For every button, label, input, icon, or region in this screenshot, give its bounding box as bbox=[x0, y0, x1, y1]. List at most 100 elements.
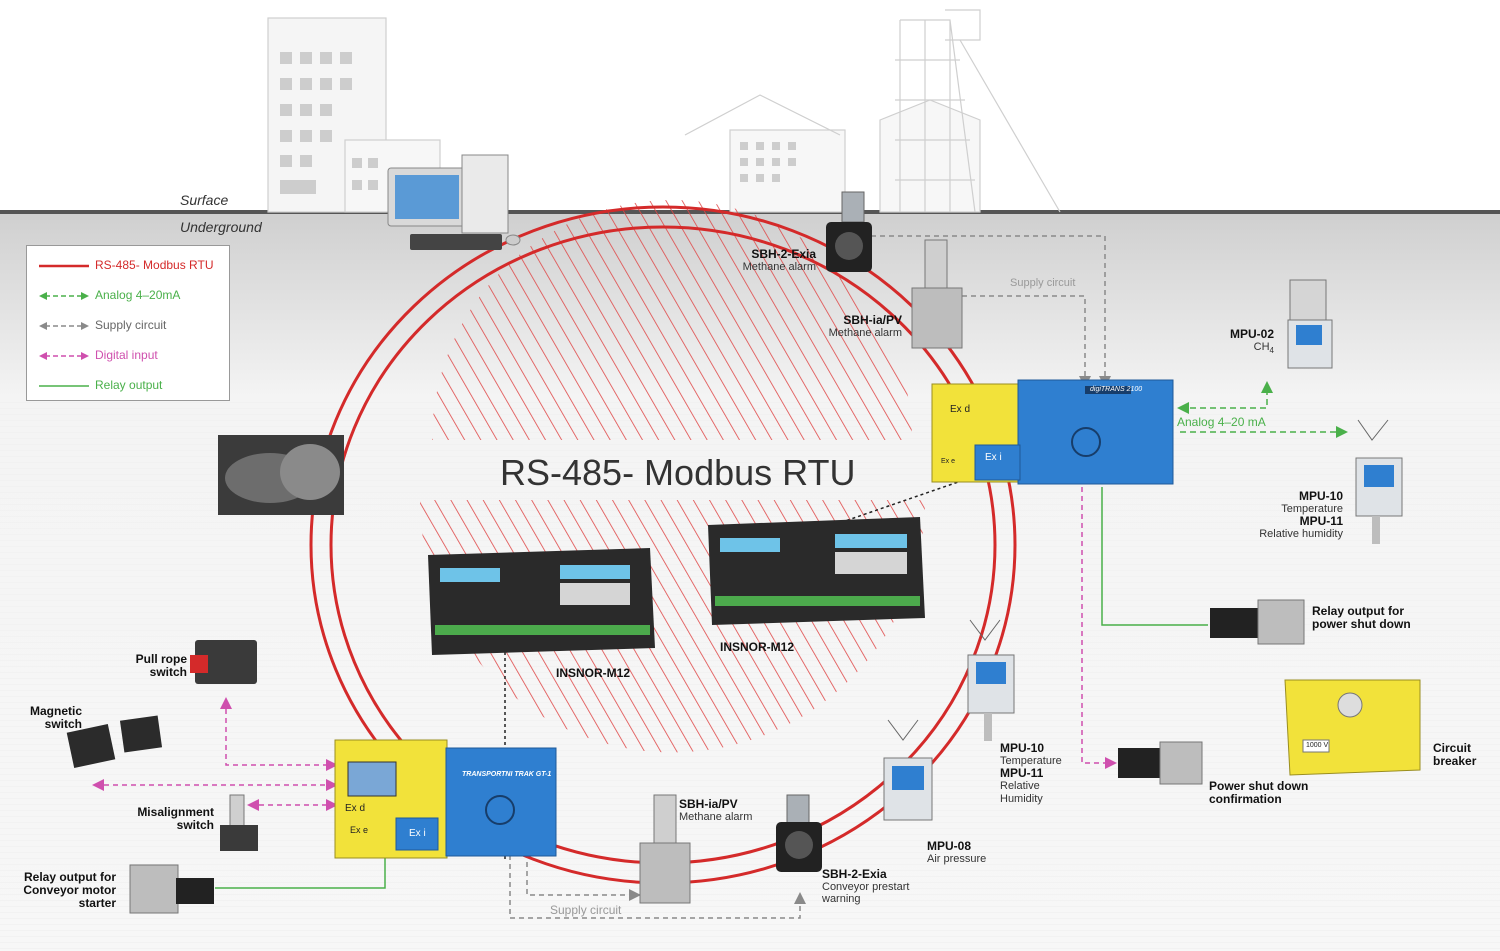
sbh2-bottom-label: SBH-2-Exia Conveyor prestart warning bbox=[822, 867, 910, 906]
device-desc: Methane alarm bbox=[679, 811, 753, 824]
legend-item-analog: Analog 4–20mA bbox=[37, 288, 227, 304]
label-line: Power shut down bbox=[1209, 779, 1309, 793]
legend-label: Supply circuit bbox=[95, 318, 167, 332]
sbhia-top-label: SBH-ia/PV Methane alarm bbox=[828, 313, 902, 340]
legend-label: Digital input bbox=[95, 348, 158, 362]
insnor-right-device bbox=[708, 517, 925, 625]
device-name: SBH-ia/PV bbox=[843, 313, 902, 327]
label-line: starter bbox=[78, 896, 116, 911]
legend-label: Relay output bbox=[95, 378, 163, 392]
relay-output-lines bbox=[215, 487, 1208, 889]
magnetic-label: Magnetic switch bbox=[29, 704, 82, 732]
label-line: confirmation bbox=[1209, 792, 1282, 807]
relay-power-device bbox=[1210, 599, 1305, 645]
label-line: Relay output for bbox=[1312, 604, 1404, 618]
transport-exi: Ex i bbox=[409, 828, 426, 839]
mpu10-right-label: MPU-10 Temperature MPU-11 Relative humid… bbox=[1259, 489, 1343, 541]
underground-label: Underground bbox=[180, 219, 262, 235]
sbhia-bottom-label: SBH-ia/PV Methane alarm bbox=[679, 797, 753, 824]
surface-label: Surface bbox=[180, 192, 229, 208]
device-name: SBH-2-Exia bbox=[751, 247, 816, 261]
computer bbox=[387, 154, 521, 250]
digitrans-exi: Ex i bbox=[985, 452, 1002, 463]
relay-power-label: Relay output for power shut down bbox=[1312, 604, 1411, 632]
label-line: switch bbox=[149, 665, 187, 680]
building-windows bbox=[280, 52, 796, 194]
device-desc: Relative humidity bbox=[1259, 528, 1343, 541]
relay-conveyor-label: Relay output for Conveyor motor starter bbox=[23, 870, 116, 911]
relay-conveyor-device bbox=[129, 864, 214, 914]
transport-enclosure bbox=[334, 739, 557, 859]
mpu02-label: MPU-02 CH4 bbox=[1229, 327, 1274, 356]
label-line: Magnetic bbox=[29, 704, 82, 718]
label-line: Misalignment bbox=[137, 805, 214, 819]
label-line: Pull rope bbox=[135, 652, 187, 666]
supply-circuit-bottom bbox=[509, 855, 806, 919]
sbhia-bottom-device bbox=[639, 794, 691, 904]
supply-top-label: Supply circuit bbox=[1010, 277, 1076, 289]
device-desc: Relative bbox=[1000, 780, 1040, 793]
digitrans-enclosure bbox=[931, 379, 1174, 485]
circuit-breaker-label: Circuit breaker bbox=[1433, 741, 1477, 769]
power-confirm-label: Power shut down confirmation bbox=[1209, 779, 1309, 807]
mpu02-device bbox=[1287, 279, 1333, 369]
supply-circuit-top bbox=[862, 235, 1111, 388]
breaker-plate: 1000 V bbox=[1306, 742, 1329, 749]
device-name: MPU-10 bbox=[1000, 741, 1045, 755]
device-name: MPU-11 bbox=[1299, 514, 1343, 529]
device-desc: Humidity bbox=[1000, 792, 1043, 805]
digital-input-lines bbox=[92, 487, 1117, 811]
device-desc: Methane alarm bbox=[828, 327, 902, 340]
device-desc: warning bbox=[822, 893, 861, 906]
misalignment-device bbox=[220, 794, 258, 851]
device-name: MPU-02 bbox=[1229, 327, 1274, 341]
transport-exe: Ex e bbox=[350, 825, 369, 835]
label-line: switch bbox=[44, 717, 82, 732]
label-line: switch bbox=[176, 818, 214, 833]
legend-item-rs485: RS-485- Modbus RTU bbox=[37, 258, 227, 274]
sbh2-bottom-device bbox=[776, 794, 822, 872]
sbh2-top-label: SBH-2-Exia Methane alarm bbox=[743, 247, 816, 273]
mpu10-right-device bbox=[1355, 419, 1403, 544]
pull-rope-device bbox=[190, 640, 257, 684]
legend-item-supply: Supply circuit bbox=[37, 318, 227, 334]
label-line: Relay output for bbox=[24, 870, 116, 884]
device-name: MPU-08 bbox=[927, 839, 972, 853]
surface-buildings bbox=[267, 9, 1061, 213]
device-desc: Conveyor prestart bbox=[822, 881, 910, 894]
device-desc-sub: 4 bbox=[1269, 346, 1274, 356]
insnor-left-label: INSNOR-M12 bbox=[556, 666, 631, 680]
device-desc: CH bbox=[1253, 341, 1270, 354]
legend-label: Analog 4–20mA bbox=[95, 288, 181, 302]
misalignment-label: Misalignment switch bbox=[137, 805, 214, 833]
analog-label: Analog 4–20 mA bbox=[1177, 415, 1266, 429]
insnor-left-device bbox=[428, 548, 655, 655]
transport-plate: TRANSPORTNI TRAK GT-1 bbox=[462, 771, 552, 778]
mpu10-mid-label: MPU-10 Temperature MPU-11 Relative Humid… bbox=[1000, 741, 1062, 805]
device-desc: Temperature bbox=[1000, 755, 1062, 768]
label-line: Conveyor motor bbox=[23, 883, 116, 898]
center-title: RS-485- Modbus RTU bbox=[500, 452, 856, 493]
label-line: power shut down bbox=[1312, 617, 1411, 632]
legend-item-digital: Digital input bbox=[37, 348, 227, 364]
pull-rope-label: Pull rope switch bbox=[135, 652, 187, 680]
supply-bottom-label: Supply circuit bbox=[550, 903, 622, 917]
digitrans-plate: digiTRANS 2100 bbox=[1090, 386, 1143, 393]
analog-lines bbox=[1177, 381, 1348, 438]
device-name: SBH-2-Exia bbox=[822, 867, 887, 881]
device-desc: Temperature bbox=[1281, 503, 1343, 516]
power-confirm-device bbox=[1118, 741, 1203, 785]
mpu08-device bbox=[883, 719, 933, 821]
sbh2-top-device bbox=[826, 191, 872, 272]
device-desc: Air pressure bbox=[927, 853, 987, 866]
magnetic-device bbox=[66, 715, 163, 768]
legend: RS-485- Modbus RTU Analog 4–20mA Supply … bbox=[26, 245, 230, 401]
device-name: MPU-10 bbox=[1298, 489, 1343, 503]
mpu10-mid-device bbox=[967, 619, 1015, 741]
mpu08-label: MPU-08 Air pressure bbox=[927, 839, 987, 866]
label-line: breaker bbox=[1433, 754, 1477, 769]
conveyor-photo bbox=[218, 435, 344, 515]
digitrans-exd: Ex d bbox=[950, 404, 971, 415]
